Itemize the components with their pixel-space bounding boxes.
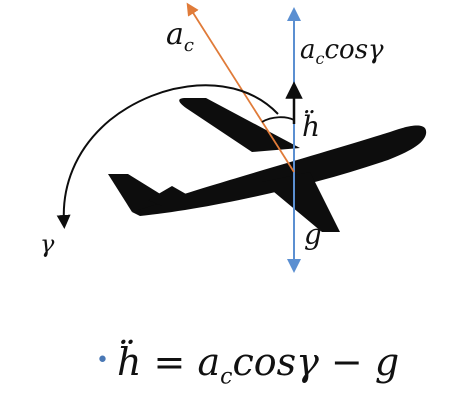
acceleration-vector <box>186 2 295 173</box>
airplane-icon <box>108 98 427 232</box>
equation-sub: c <box>220 364 233 390</box>
gravity-label: g <box>304 218 322 251</box>
gamma-label: γ <box>40 230 55 258</box>
bullet-icon: • <box>96 348 109 373</box>
equation-tail: cosγ − g <box>232 340 400 384</box>
vertical-acceleration-equation: • ḧ = accosγ − g <box>96 340 399 390</box>
gamma-curve-arrow <box>56 84 279 229</box>
height-accel-label: ḧ <box>302 110 320 143</box>
equation-lhs: ḧ <box>116 340 142 384</box>
equation-a: a <box>197 340 221 384</box>
equation-equals: = <box>141 340 198 384</box>
vertical-component-label: accosγ <box>300 35 384 68</box>
angle-arc <box>261 116 295 123</box>
acceleration-label: ac <box>166 17 194 56</box>
